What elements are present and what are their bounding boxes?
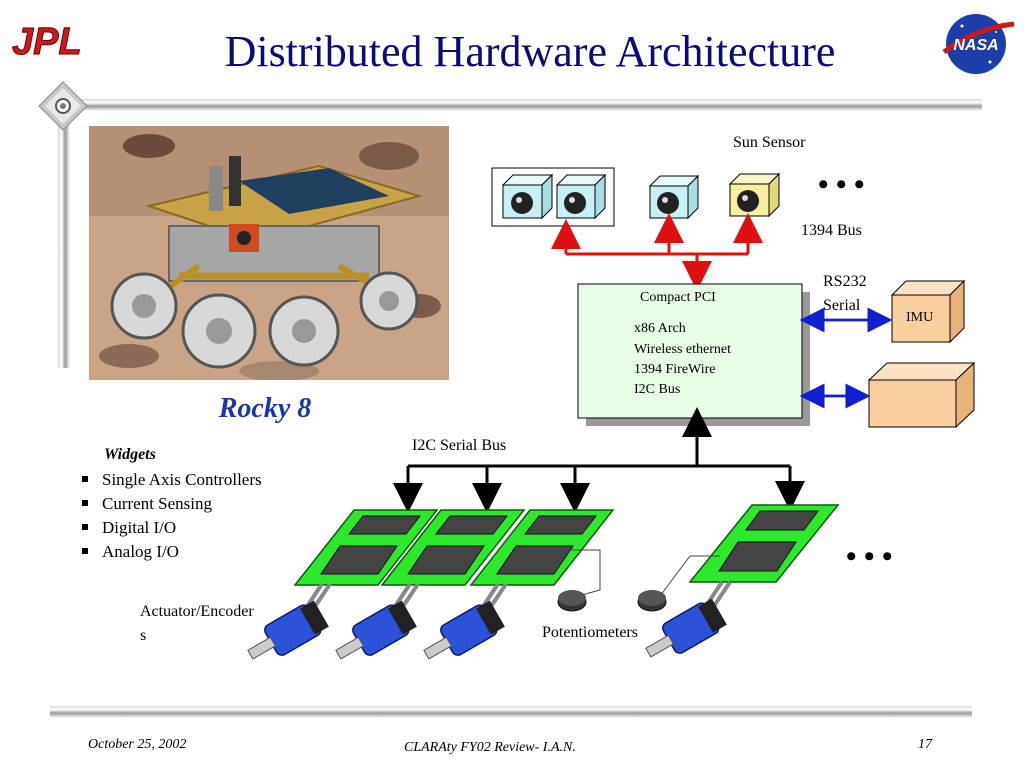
potentiometer — [557, 590, 587, 612]
potentiometer-wires — [556, 549, 720, 597]
widgets-heading: Widgets — [104, 446, 156, 463]
bottom-divider — [50, 706, 972, 718]
widget-item: Current Sensing — [82, 494, 212, 514]
firewire-bus-lines — [551, 213, 763, 291]
potentiometer — [637, 590, 667, 612]
nasa-logo: NASA — [942, 14, 1015, 74]
imu-box — [890, 279, 966, 344]
motor-encoder — [645, 598, 727, 658]
svg-text:NASA: NASA — [953, 37, 998, 54]
controller-board — [688, 504, 840, 583]
widget-item: Single Axis Controllers — [82, 470, 262, 490]
more-boards-ellipsis: • • • — [846, 540, 893, 573]
serial-label: Serial — [823, 297, 861, 314]
controller-board — [380, 509, 526, 586]
sun-sensor-camera — [728, 172, 781, 218]
page-number: 17 — [918, 737, 932, 752]
firewire-bus-label: 1394 Bus — [801, 222, 862, 239]
peripheral-box — [867, 361, 976, 429]
widget-item: Digital I/O — [82, 518, 176, 538]
motor-cables — [304, 580, 732, 610]
actuator-label: Actuator/Encoder — [140, 603, 254, 620]
controller-board — [293, 509, 439, 586]
imu-label: IMU — [906, 310, 934, 325]
cpci-spec-line: x86 Arch — [634, 321, 686, 336]
footer-title: CLARAty FY02 Review- I.A.N. — [404, 740, 576, 755]
cpci-spec-line: Wireless ethernet — [634, 342, 732, 357]
potentiometers-label: Potentiometers — [542, 624, 638, 641]
footer-date: October 25, 2002 — [88, 737, 187, 752]
cpci-title: Compact PCI — [640, 290, 716, 305]
motor-encoder — [423, 600, 505, 660]
corner-diamond-icon — [38, 81, 88, 131]
photo-caption: Rocky 8 — [218, 393, 312, 424]
more-cameras-ellipsis: • • • — [818, 168, 865, 201]
motor-encoder — [335, 600, 417, 660]
slide-title: Distributed Hardware Architecture — [224, 27, 836, 76]
cpci-spec-line: I2C Bus — [634, 382, 681, 397]
compact-pci-box — [577, 283, 803, 419]
cpci-spec-line: 1394 FireWire — [634, 362, 716, 377]
widget-item: Analog I/O — [82, 542, 179, 562]
left-divider — [58, 118, 70, 368]
stereo-camera-right — [555, 173, 607, 220]
motor-encoder — [247, 600, 329, 660]
top-divider — [78, 99, 982, 111]
rs232-label: RS232 — [823, 273, 867, 290]
camera — [648, 174, 700, 220]
rover-photo — [89, 126, 449, 380]
svg-text:JPL: JPL — [12, 21, 82, 63]
stereo-camera-left — [501, 173, 554, 220]
i2c-bus-lines — [393, 420, 805, 513]
serial-links — [799, 307, 893, 409]
i2c-bus-label: I2C Serial Bus — [412, 437, 507, 454]
sun-sensor-label: Sun Sensor — [733, 134, 806, 151]
jpl-logo: JPL — [12, 21, 83, 64]
actuator-label-cont: s — [140, 627, 147, 644]
controller-board — [469, 509, 615, 586]
